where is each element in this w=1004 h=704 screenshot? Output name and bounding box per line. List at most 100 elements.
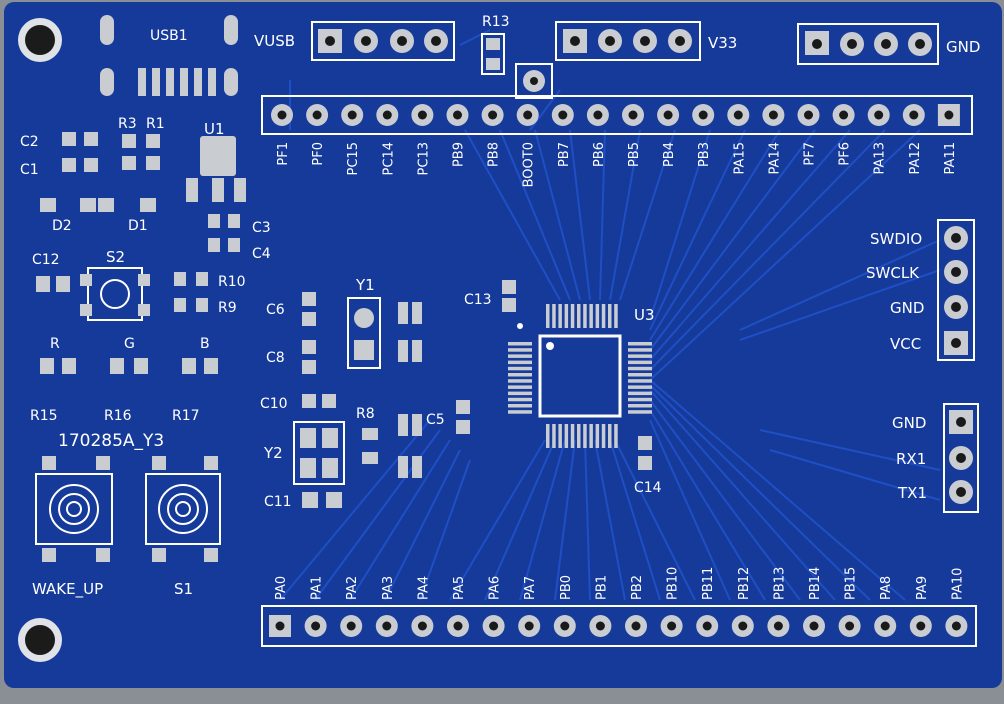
button-wake-up — [35, 456, 113, 562]
label-vcc: VCC — [890, 335, 921, 353]
label-led-b: B — [200, 336, 210, 352]
label-y1: Y1 — [355, 276, 375, 294]
top-header-label-0: PF1 — [276, 142, 291, 166]
label-y2: Y2 — [263, 444, 283, 462]
swd-header-outline — [937, 219, 975, 361]
top-header-label-11: PB4 — [662, 142, 677, 167]
label-wake-up: WAKE_UP — [32, 580, 103, 599]
top-header-label-19: PA11 — [943, 142, 958, 174]
bottom-header-label-18: PA9 — [915, 576, 930, 600]
crystal-y1-outline — [347, 297, 381, 369]
label-r13: R13 — [482, 14, 510, 30]
label-v33: V33 — [708, 34, 737, 52]
bottom-header-label-1: PA1 — [310, 576, 325, 600]
bottom-header-label-15: PB14 — [808, 567, 823, 600]
top-header-label-12: PB3 — [697, 142, 712, 167]
bottom-header-label-4: PA4 — [416, 576, 431, 600]
label-r16: R16 — [104, 408, 132, 424]
label-u1: U1 — [204, 120, 225, 138]
label-led-g: G — [124, 336, 135, 352]
button-s1 — [145, 456, 221, 562]
top-header-label-2: PC15 — [346, 142, 361, 175]
top-header-label-10: PB5 — [627, 142, 642, 167]
bottom-header-label-6: PA6 — [488, 576, 503, 600]
bottom-header-label-0: PA0 — [274, 576, 289, 600]
mounting-holes — [18, 18, 62, 662]
label-uart-gnd: GND — [892, 414, 926, 432]
board-id-label: 170285A_Y3 — [58, 431, 164, 451]
passive-pads — [36, 132, 652, 508]
label-tx1: TX1 — [897, 484, 927, 502]
label-c13: C13 — [464, 292, 492, 308]
bottom-header-label-5: PA5 — [452, 576, 467, 600]
top-header-label-4: PC13 — [416, 142, 431, 175]
label-c5: C5 — [426, 412, 445, 428]
label-c12: C12 — [32, 252, 60, 268]
bottom-header-label-9: PB1 — [594, 575, 609, 600]
bottom-header-label-16: PB15 — [844, 567, 859, 600]
label-c8: C8 — [266, 350, 285, 366]
label-d2: D2 — [52, 218, 72, 234]
bottom-header-outline — [261, 605, 977, 647]
bottom-header-pins — [269, 615, 968, 637]
label-swdio: SWDIO — [870, 230, 922, 248]
label-c10: C10 — [260, 396, 288, 412]
bottom-header-label-14: PB13 — [772, 567, 787, 600]
top-header-label-15: PF7 — [803, 142, 818, 166]
label-vusb: VUSB — [254, 32, 295, 50]
top-header-pins — [271, 104, 960, 126]
bottom-header-label-8: PB0 — [559, 575, 574, 600]
label-c14: C14 — [634, 480, 662, 496]
top-header-label-1: PF0 — [311, 142, 326, 166]
top-header-label-3: PC14 — [381, 142, 396, 175]
label-r10: R10 — [218, 274, 246, 290]
vusb-pins — [318, 29, 448, 53]
label-gnd-top: GND — [946, 38, 980, 56]
label-led-r: R — [50, 336, 60, 352]
label-r8: R8 — [356, 406, 375, 422]
usb-connector — [100, 15, 238, 96]
bottom-header-label-13: PB12 — [737, 567, 752, 600]
label-c4: C4 — [252, 246, 271, 262]
top-header-label-16: PF6 — [838, 142, 853, 166]
bottom-header-label-11: PB10 — [666, 567, 681, 600]
crystal-y2-outline — [293, 421, 345, 485]
label-c6: C6 — [266, 302, 285, 318]
top-header-label-18: PA12 — [908, 142, 923, 174]
label-s1: S1 — [174, 580, 193, 598]
vusb-header-outline — [311, 21, 455, 61]
label-c11: C11 — [264, 494, 292, 510]
label-swd-gnd: GND — [890, 299, 924, 317]
bottom-header-label-7: PA7 — [523, 576, 538, 600]
bottom-header-label-2: PA2 — [345, 576, 360, 600]
label-r3: R3 — [118, 116, 137, 132]
label-r15: R15 — [30, 408, 58, 424]
component-labels: C2 C1 R3 R1 D2 D1 C3 C4 C12 R10 R9 C6 C8… — [20, 116, 662, 510]
v33-header-outline — [555, 21, 701, 61]
label-u3: U3 — [634, 306, 655, 324]
label-d1: D1 — [128, 218, 148, 234]
top-header-label-9: PB6 — [592, 142, 607, 167]
bottom-header-label-3: PA3 — [381, 576, 396, 600]
top-header-label-14: PA14 — [767, 142, 782, 174]
label-r9: R9 — [218, 300, 237, 316]
label-s2: S2 — [106, 248, 125, 266]
top-header-label-13: PA15 — [732, 142, 747, 174]
copper-traces — [279, 29, 941, 601]
top-header-label-7: BOOT0 — [522, 142, 537, 187]
label-c2: C2 — [20, 134, 39, 150]
top-header-label-17: PA13 — [873, 142, 888, 174]
bottom-header-label-19: PA10 — [950, 568, 965, 600]
bottom-header-label-17: PA8 — [879, 576, 894, 600]
label-usb1: USB1 — [150, 28, 188, 44]
top-header-label-5: PB9 — [452, 142, 467, 167]
bottom-header-label-12: PB11 — [701, 567, 716, 600]
label-rx1: RX1 — [896, 450, 926, 468]
top-header-label-6: PB8 — [487, 142, 502, 167]
top-header-outline — [261, 95, 973, 135]
gnd-header-outline — [797, 23, 939, 65]
